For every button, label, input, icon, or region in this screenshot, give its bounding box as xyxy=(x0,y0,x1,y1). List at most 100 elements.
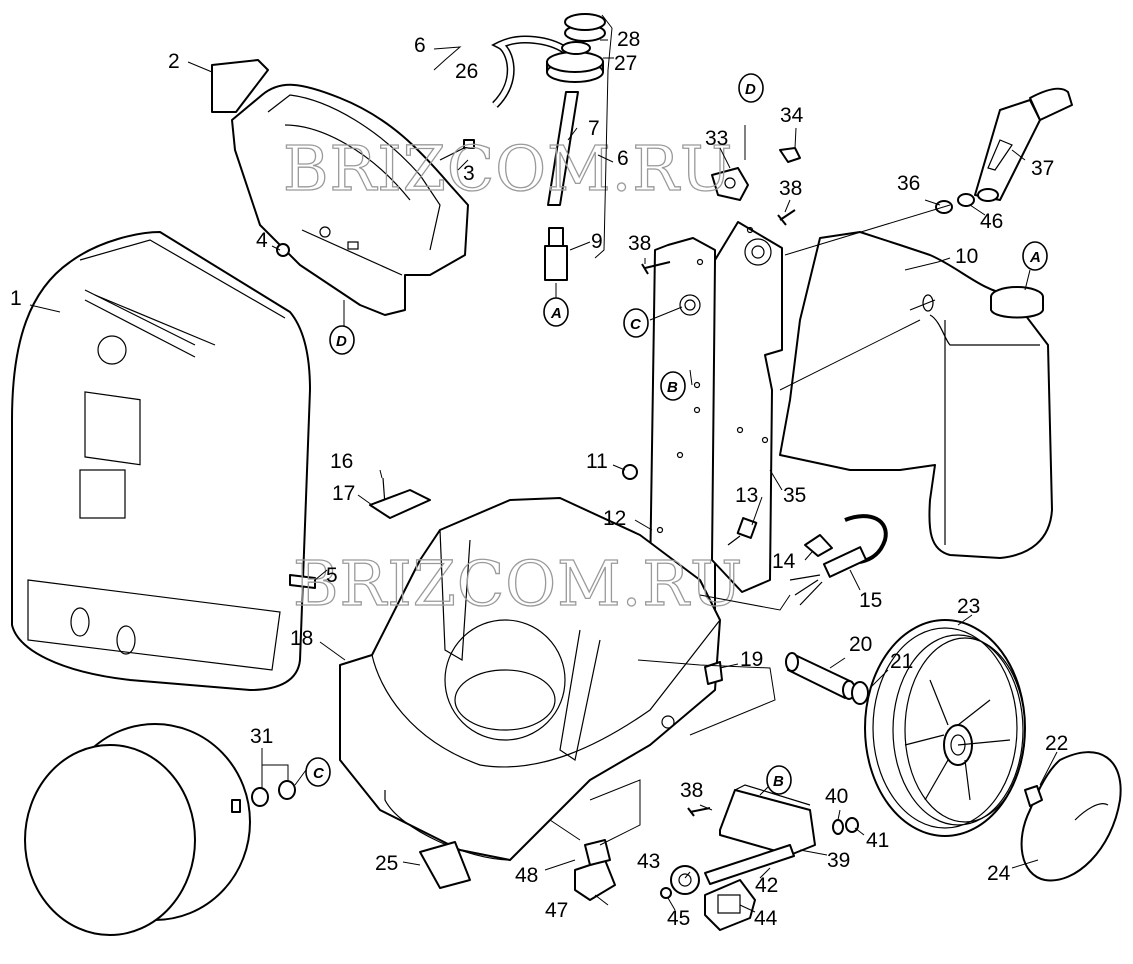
retaining-clip-part-22 xyxy=(1024,785,1043,807)
watermark-lower: BRIZCOM.RU xyxy=(293,547,743,620)
axle-part-20 xyxy=(785,652,856,700)
callout-d-lower: D xyxy=(329,325,355,355)
clamp-part-33 xyxy=(711,167,749,201)
part-number-19: 19 xyxy=(740,648,763,671)
knob-cap-part-28 xyxy=(564,13,606,42)
part-number-21: 21 xyxy=(890,650,913,673)
callout-c-upper: C xyxy=(623,308,649,338)
washer-part-21 xyxy=(851,681,869,705)
screw-part-38-upper xyxy=(777,209,796,226)
callout-a-right: A xyxy=(1022,241,1048,271)
part-number-25: 25 xyxy=(375,852,398,875)
part-number-12: 12 xyxy=(603,507,626,530)
suction-tube-part-7 xyxy=(547,91,579,206)
part-number-11: 11 xyxy=(586,450,608,473)
clamp-part-44 xyxy=(704,879,756,931)
svg-text:B: B xyxy=(667,379,678,396)
callout-b-upper: B xyxy=(660,371,686,401)
part-number-10: 10 xyxy=(955,245,978,268)
nut-part-41 xyxy=(845,817,859,833)
water-tank-part-10 xyxy=(779,231,1053,559)
svg-text:A: A xyxy=(1029,249,1041,266)
part-number-39: 39 xyxy=(827,849,850,872)
part-number-24: 24 xyxy=(987,862,1011,885)
handle-lever-part-37 xyxy=(974,87,1073,202)
pin-part-42 xyxy=(704,844,795,885)
part-number-41: 41 xyxy=(866,829,889,852)
filler-cap-part-27 xyxy=(546,41,604,83)
part-number-2: 2 xyxy=(168,50,180,73)
callout-d-upper: D xyxy=(738,73,764,103)
power-cable-part-15 xyxy=(789,514,888,606)
part-number-38-left: 38 xyxy=(628,232,651,255)
part-number-15: 15 xyxy=(859,589,882,612)
part-number-35: 35 xyxy=(783,484,806,507)
part-number-34: 34 xyxy=(780,104,804,127)
part-number-27: 27 xyxy=(614,52,637,75)
svg-text:C: C xyxy=(313,765,325,782)
part-number-17: 17 xyxy=(332,482,355,505)
svg-text:D: D xyxy=(745,81,756,98)
part-number-28: 28 xyxy=(617,28,640,51)
part-number-4: 4 xyxy=(256,229,268,252)
part-number-47: 47 xyxy=(545,899,568,922)
part-number-40: 40 xyxy=(825,785,848,808)
callout-c-lower: C xyxy=(305,757,331,787)
nut-part-4 xyxy=(276,243,290,257)
part-number-5: 5 xyxy=(326,564,338,587)
part-number-16: 16 xyxy=(330,450,353,473)
front-cover-part xyxy=(11,231,311,691)
plate-part-17 xyxy=(369,489,431,519)
fitting-part-9 xyxy=(544,227,568,281)
bushings-part-31 xyxy=(251,780,296,807)
base-housing-part-18 xyxy=(339,497,721,861)
part-number-13: 13 xyxy=(735,484,758,507)
part-number-45: 45 xyxy=(667,907,690,930)
ball-part-45 xyxy=(660,887,672,899)
part-number-43: 43 xyxy=(637,850,660,873)
part-number-6-upper: 6 xyxy=(414,34,426,57)
part-number-18: 18 xyxy=(290,627,313,650)
part-number-7: 7 xyxy=(588,117,600,140)
part-number-38-upper: 38 xyxy=(779,177,802,200)
leader-lines xyxy=(29,14,1058,913)
screw-part-38-lower xyxy=(687,807,711,817)
part-number-22: 22 xyxy=(1045,732,1068,755)
frame-plate-part-35 xyxy=(711,221,783,593)
part-number-9: 9 xyxy=(591,230,603,253)
part-number-1: 1 xyxy=(10,287,22,310)
part-number-labels: 1 2 3 4 5 6 6 7 9 10 11 12 13 14 15 16 1… xyxy=(10,28,1068,930)
part-number-14: 14 xyxy=(772,550,796,573)
part-number-26: 26 xyxy=(455,60,478,83)
callout-b-lower: B xyxy=(766,765,792,795)
svg-text:B: B xyxy=(773,773,784,790)
clip-part-34 xyxy=(779,147,801,163)
part-number-38-lower: 38 xyxy=(680,779,703,802)
screw-part-3 xyxy=(439,139,475,161)
wheel-cap-part-24 xyxy=(1020,751,1122,882)
part-number-46: 46 xyxy=(980,210,1003,233)
part-number-33: 33 xyxy=(705,127,728,150)
connection-callouts: D A D A C B C B xyxy=(305,73,1048,795)
washer-part-46 xyxy=(957,193,975,207)
part-number-44: 44 xyxy=(754,907,778,930)
watermark-upper: BRIZCOM.RU xyxy=(283,132,733,205)
valve-part-47 xyxy=(574,839,616,901)
washer-part-40 xyxy=(832,819,844,835)
bolt-part-13 xyxy=(727,517,758,546)
part-number-48: 48 xyxy=(515,864,538,887)
screw-part-5 xyxy=(289,574,316,589)
clip-part-19 xyxy=(704,661,723,685)
part-number-42: 42 xyxy=(755,874,778,897)
part-number-23: 23 xyxy=(957,595,980,618)
part-number-36: 36 xyxy=(897,172,920,195)
callout-a-center: A xyxy=(543,297,569,327)
roller-part-43 xyxy=(670,865,700,895)
part-number-3: 3 xyxy=(463,162,475,185)
screw-part-38-left xyxy=(641,261,671,275)
foot-part-25 xyxy=(419,841,471,889)
part-number-6-lower: 6 xyxy=(617,147,629,170)
bracket-part-39 xyxy=(719,784,816,856)
part-number-37: 37 xyxy=(1031,157,1054,180)
